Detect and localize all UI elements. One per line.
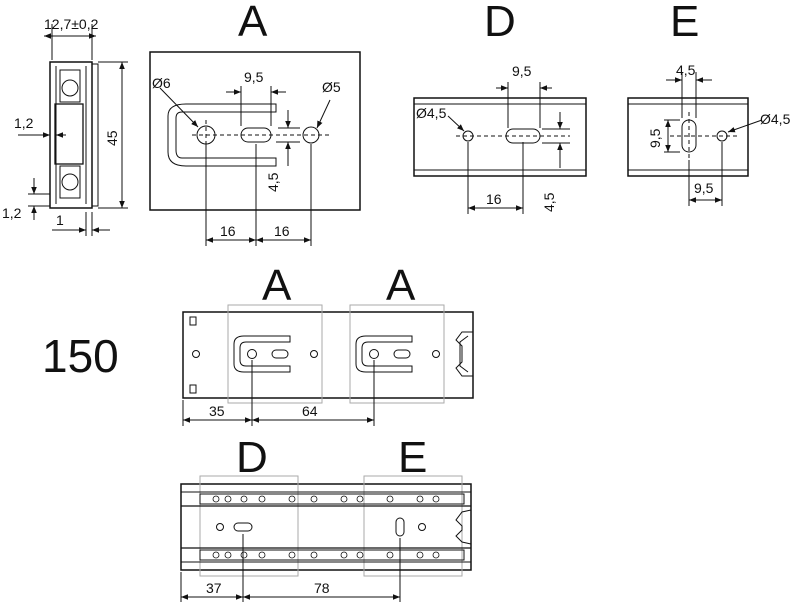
detail-e-dim-bottom: 9,5 <box>694 180 714 196</box>
detail-a-offset-v: 4,5 <box>265 172 281 192</box>
detail-d-slot-width: 9,5 <box>512 63 532 79</box>
detail-d-letter: D <box>484 0 516 46</box>
section-side-dim: 1,2 <box>14 115 34 131</box>
assembly-bottom-label-d: D <box>236 433 268 482</box>
detail-e-letter: E <box>670 0 699 46</box>
detail-d-dim-bottom: 16 <box>486 191 502 207</box>
section-bottom-dim: 1,2 <box>2 205 22 221</box>
section-top-dim: 12,7±0,2 <box>44 16 99 32</box>
section-base-dim: 1 <box>56 212 64 228</box>
length-label: 150 <box>42 330 119 382</box>
detail-a-big-hole-dia: Ø6 <box>152 75 171 91</box>
detail-a-slot-width: 9,5 <box>244 69 264 85</box>
detail-a-dim-right: 16 <box>274 223 290 239</box>
assembly-bottom-dim-2: 78 <box>314 580 330 596</box>
detail-e-hole-dia: Ø4,5 <box>760 111 791 127</box>
assembly-top-dim-1: 35 <box>209 403 225 419</box>
assembly-bottom-label-e: E <box>398 433 427 482</box>
bearing-balls-top <box>212 495 440 503</box>
detail-e-dim-top: 4,5 <box>676 62 696 78</box>
detail-d-hole-dia: Ø4,5 <box>416 105 447 121</box>
detail-e-view <box>627 72 763 206</box>
detail-a-small-hole-dia: Ø5 <box>322 79 341 95</box>
section-height-dim: 45 <box>104 130 120 146</box>
assembly-top-view <box>182 304 474 426</box>
detail-a-view <box>149 51 361 246</box>
assembly-top-dim-2: 64 <box>302 403 318 419</box>
detail-a-dim-left: 16 <box>220 223 236 239</box>
bearing-balls-bottom <box>212 551 440 559</box>
detail-a-letter: A <box>238 0 268 46</box>
detail-e-dim-left: 9,5 <box>647 128 663 148</box>
assembly-top-label-a1: A <box>262 261 292 310</box>
assembly-bottom-view <box>180 475 472 602</box>
detail-d-offset-v: 4,5 <box>541 192 557 212</box>
section-view <box>18 24 128 236</box>
assembly-bottom-dim-1: 37 <box>206 580 222 596</box>
assembly-top-label-a2: A <box>386 261 416 310</box>
detail-d-view <box>413 82 587 214</box>
